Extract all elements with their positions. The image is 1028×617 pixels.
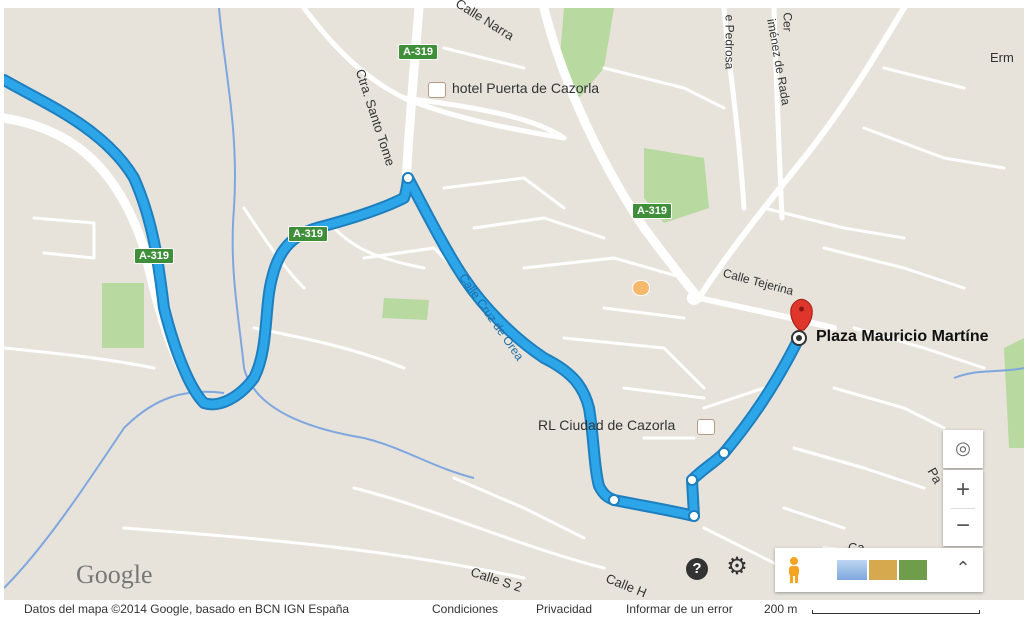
satellite-thumbnail[interactable] [837,560,867,580]
map-data-attribution: Datos del mapa ©2014 Google, basado en B… [24,602,350,616]
park-area [1004,338,1024,448]
road-a319 [539,8,704,303]
road [771,8,785,221]
poi-label-hotel[interactable]: hotel Puerta de Cazorla [452,80,600,96]
google-logo[interactable]: Google [76,560,153,589]
waypoint-icon [718,447,730,459]
river [4,390,225,589]
red-pin-marker-icon [790,298,813,331]
place-label: Erm [990,50,1014,65]
help-icon[interactable]: ? [686,558,708,580]
destination-label[interactable]: Plaza Mauricio Martíne [816,328,989,345]
gear-icon[interactable]: ⚙ [726,553,748,580]
layers-bar: ⌃ [775,548,983,592]
zoom-divider [951,508,975,509]
road-shield: A-319 [632,203,672,219]
street-label: e Pedrosa [722,14,737,70]
waypoint-icon [402,172,414,184]
road [696,295,837,331]
scale-label: 200 m [764,602,798,616]
zoom-control: + − [943,470,983,546]
zoom-out-button[interactable]: − [955,512,970,539]
river [953,367,1024,379]
pegman-icon[interactable] [785,556,803,584]
road [401,95,567,141]
map-background [4,8,1024,600]
privacy-link[interactable]: Privacidad [536,602,593,616]
poi-label-rl-ciudad[interactable]: RL Ciudad de Cazorla [538,417,676,433]
bed-icon [697,419,715,435]
scale-bar [812,610,980,614]
road [696,8,907,301]
road-shield: A-319 [288,226,328,242]
location-icon: ◎ [955,438,971,458]
zoom-in-button[interactable]: + [955,476,970,503]
park-area [382,298,429,320]
map-base-layer [4,8,1024,600]
waypoint-icon [688,510,700,522]
report-error-link[interactable]: Informar de un error [626,602,733,616]
my-location-button[interactable]: ◎ [943,430,983,468]
attribution-bar: Datos del mapa ©2014 Google, basado en B… [0,600,1028,617]
roundabout [687,291,701,305]
road-shield: A-319 [398,44,438,60]
park-area [559,8,614,98]
terrain-thumbnail[interactable] [869,560,897,580]
waypoint-icon [686,474,698,486]
terms-link[interactable]: Condiciones [432,602,499,616]
expand-icon[interactable]: ⌃ [955,558,971,578]
earth-thumbnail[interactable] [899,560,927,580]
fork-knife-icon [632,280,650,296]
street-label: Cer [780,12,795,32]
bed-icon [428,82,446,98]
waypoint-icon [608,494,620,506]
river [218,8,475,479]
road [721,8,747,211]
park-area [102,283,144,348]
road-shield: A-319 [134,248,174,264]
